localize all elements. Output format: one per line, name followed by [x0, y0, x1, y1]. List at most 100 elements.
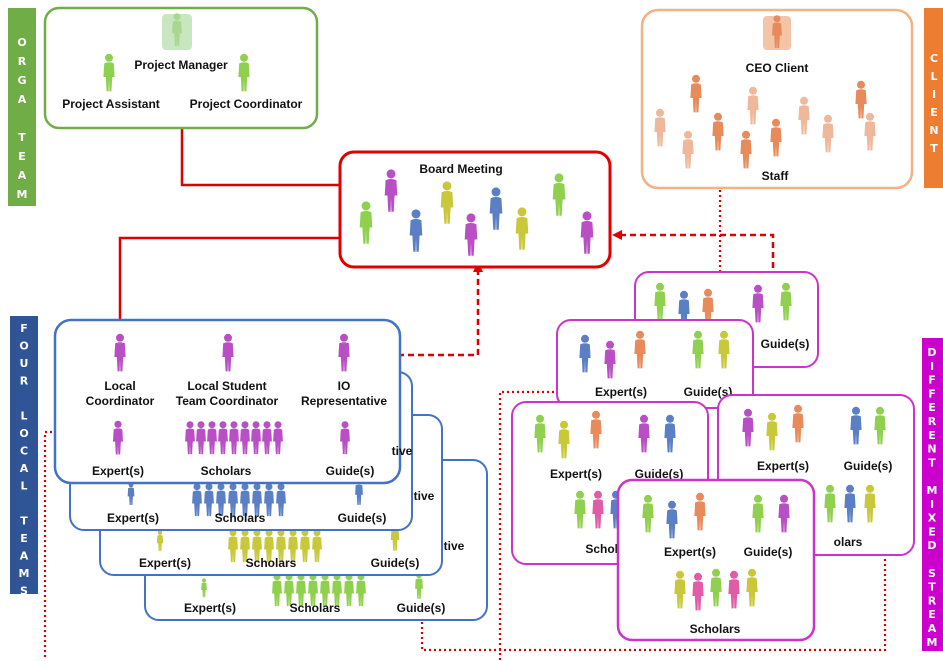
sidebar-letter: E	[928, 525, 936, 538]
orga-team-box: Project Manager Project Assistant Projec…	[43, 6, 319, 130]
sidebar-letter: T	[20, 515, 28, 528]
expert-label: Expert(s)	[107, 511, 159, 525]
representative-partial-label: tive	[392, 444, 413, 458]
sidebar-letter: O	[17, 36, 26, 49]
sidebar-letter: T	[930, 142, 938, 155]
sidebar-letter: O	[19, 427, 28, 440]
guide-label: Guide(s)	[371, 556, 420, 570]
sidebar-letter: T	[18, 131, 26, 144]
client-box: CEO Client Staff	[640, 8, 914, 190]
representative-partial-label: tive	[414, 489, 435, 503]
sidebar-letter: R	[18, 55, 27, 68]
sidebar-letter: S	[20, 585, 28, 598]
sidebar-letter: M	[927, 636, 938, 649]
sidebar-letter: U	[20, 357, 29, 370]
local-team-box-front: tive Local Coordinator Local Student Tea…	[53, 318, 413, 485]
sidebar-letter: T	[928, 581, 936, 594]
scholars-label: Scholars	[290, 601, 341, 615]
guide-label: Guide(s)	[326, 464, 375, 478]
guide-label: Guide(s)	[338, 511, 387, 525]
sidebar-letter: A	[928, 622, 937, 635]
expert-label: Expert(s)	[550, 467, 602, 481]
sidebar-letter: L	[20, 480, 27, 493]
local-coordinator-label: Local	[104, 379, 135, 393]
sidebar-letter: E	[18, 150, 26, 163]
io-representative-label-2: Representative	[301, 394, 387, 408]
board-meeting-box: Board Meeting	[338, 150, 612, 269]
sidebar-letter: N	[929, 124, 938, 137]
sidebar-letter: E	[928, 608, 936, 621]
sidebar-letter: S	[928, 650, 936, 661]
solid-connectors	[118, 128, 340, 356]
sidebar-letter: L	[930, 70, 937, 83]
sidebar-letter: I	[930, 360, 934, 373]
staff-label: Staff	[762, 169, 790, 183]
representative-partial-label: tive	[444, 539, 465, 553]
sidebar-letter: L	[20, 410, 27, 423]
sidebar-letter: D	[927, 539, 936, 552]
guide-label: Guide(s)	[761, 337, 810, 351]
expert-label: Expert(s)	[184, 601, 236, 615]
sidebar-letter: A	[18, 169, 27, 182]
expert-label: Expert(s)	[139, 556, 191, 570]
sidebar-letter: R	[928, 415, 937, 428]
project-assistant-label: Project Assistant	[62, 97, 160, 111]
scholars-label: Scholars	[201, 464, 252, 478]
sidebar-letter: F	[928, 387, 936, 400]
sidebar-letter: N	[927, 443, 936, 456]
sidebar-letter: E	[928, 429, 936, 442]
sidebar-letter: C	[20, 445, 28, 458]
guide-label: Guide(s)	[397, 601, 446, 615]
project-coordinator-label: Project Coordinator	[190, 97, 303, 111]
guide-label: Guide(s)	[844, 459, 893, 473]
expert-label: Expert(s)	[757, 459, 809, 473]
sidebar-letter: E	[928, 401, 936, 414]
ceo-client-label: CEO Client	[746, 61, 809, 75]
mixed-stream-box-2: Expert(s) Guide(s)	[556, 319, 754, 409]
sidebar-letter: O	[19, 340, 28, 353]
expert-label: Expert(s)	[664, 545, 716, 559]
sidebar-letter: E	[930, 106, 938, 119]
sidebar-letter: C	[930, 52, 938, 65]
scholars-partial-label: olars	[834, 535, 863, 549]
sidebar-letter: R	[20, 375, 29, 388]
sidebar-letter: M	[927, 484, 938, 497]
scholars-label: Scholars	[690, 622, 741, 636]
sidebar-letter: A	[20, 462, 29, 475]
sidebar-letter: A	[20, 550, 29, 563]
scholars-label: Scholars	[246, 556, 297, 570]
sidebar-letter: D	[927, 346, 936, 359]
expert-label: Expert(s)	[595, 385, 647, 399]
sidebar-letter: M	[19, 567, 30, 580]
sidebar-letter: F	[928, 374, 936, 387]
sidebar-letter: R	[928, 594, 937, 607]
sidebar-letter: I	[932, 88, 936, 101]
sidebar-letter: I	[930, 498, 934, 511]
scholars-label: Scholars	[215, 511, 266, 525]
scholars-partial-label: Schola	[585, 542, 625, 556]
sidebar-letter: M	[17, 188, 28, 201]
student-team-coordinator-label: Local Student	[187, 379, 266, 393]
guide-label: Guide(s)	[635, 467, 684, 481]
expert-label: Expert(s)	[92, 464, 144, 478]
mixed-stream-box-front: Expert(s) Guide(s) Scholars	[616, 478, 816, 642]
sidebar-letter: G	[17, 74, 26, 87]
io-representative-label: IO	[338, 379, 351, 393]
sidebar-letter: S	[928, 567, 936, 580]
project-manager-label: Project Manager	[134, 58, 228, 72]
sidebar-letter: X	[928, 512, 937, 525]
board-meeting-title: Board Meeting	[419, 162, 502, 176]
student-team-coordinator-label-2: Team Coordinator	[176, 394, 279, 408]
guide-label: Guide(s)	[684, 385, 733, 399]
sidebar-letter: T	[928, 456, 936, 469]
sidebar-letter: A	[18, 93, 27, 106]
guide-label: Guide(s)	[744, 545, 793, 559]
sidebar-letter: E	[20, 532, 28, 545]
local-coordinator-label-2: Coordinator	[86, 394, 155, 408]
sidebar-letter: F	[20, 322, 28, 335]
